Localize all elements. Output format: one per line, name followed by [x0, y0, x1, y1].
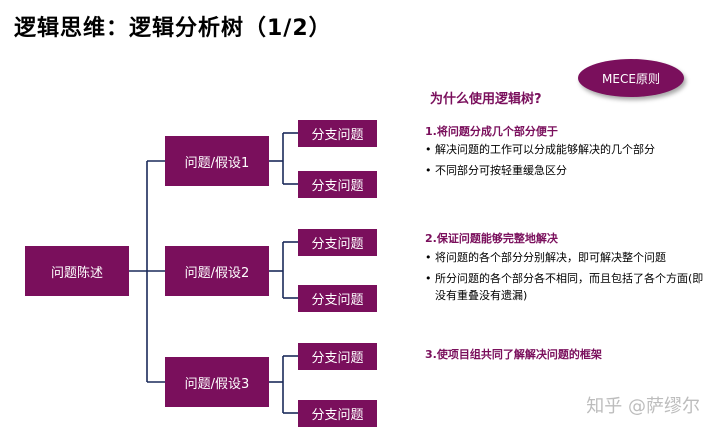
leaf-node-1-2: 分支问题	[298, 171, 377, 198]
leaf-node-1-1: 分支问题	[298, 120, 377, 147]
watermark: 知乎 @萨缪尔	[586, 396, 700, 417]
section-heading-2: 2.保证问题能够完整地解决	[425, 232, 558, 245]
hypothesis-node-3: 问题/假设3	[165, 357, 269, 407]
mece-badge: MECE原则	[578, 59, 684, 97]
section-heading-1: 1.将问题分成几个部分便于	[425, 125, 558, 138]
leaf-node-2-2: 分支问题	[298, 285, 377, 312]
leaf-node-3-1: 分支问题	[298, 343, 377, 370]
bullet-1-2: 不同部分可按轻重缓急区分	[425, 162, 705, 179]
leaf-node-2-1: 分支问题	[298, 229, 377, 256]
hypothesis-node-1: 问题/假设1	[165, 136, 269, 186]
section-heading-3: 3.使项目组共同了解解决问题的框架	[425, 348, 602, 361]
bullet-1-1: 解决问题的工作可以分成能够解决的几个部分	[425, 141, 705, 158]
why-heading: 为什么使用逻辑树?	[430, 92, 542, 107]
hypothesis-node-2: 问题/假设2	[165, 246, 269, 296]
bullet-2-1: 将问题的各个部分分别解决，即可解决整个问题	[425, 249, 705, 266]
bullet-2-2: 所分问题的各个部分各不相同，而且包括了各个方面(即没有重叠没有遗漏)	[425, 270, 705, 304]
page-title: 逻辑思维：逻辑分析树（1/2）	[14, 16, 332, 41]
leaf-node-3-2: 分支问题	[298, 400, 377, 427]
root-node: 问题陈述	[25, 246, 129, 296]
